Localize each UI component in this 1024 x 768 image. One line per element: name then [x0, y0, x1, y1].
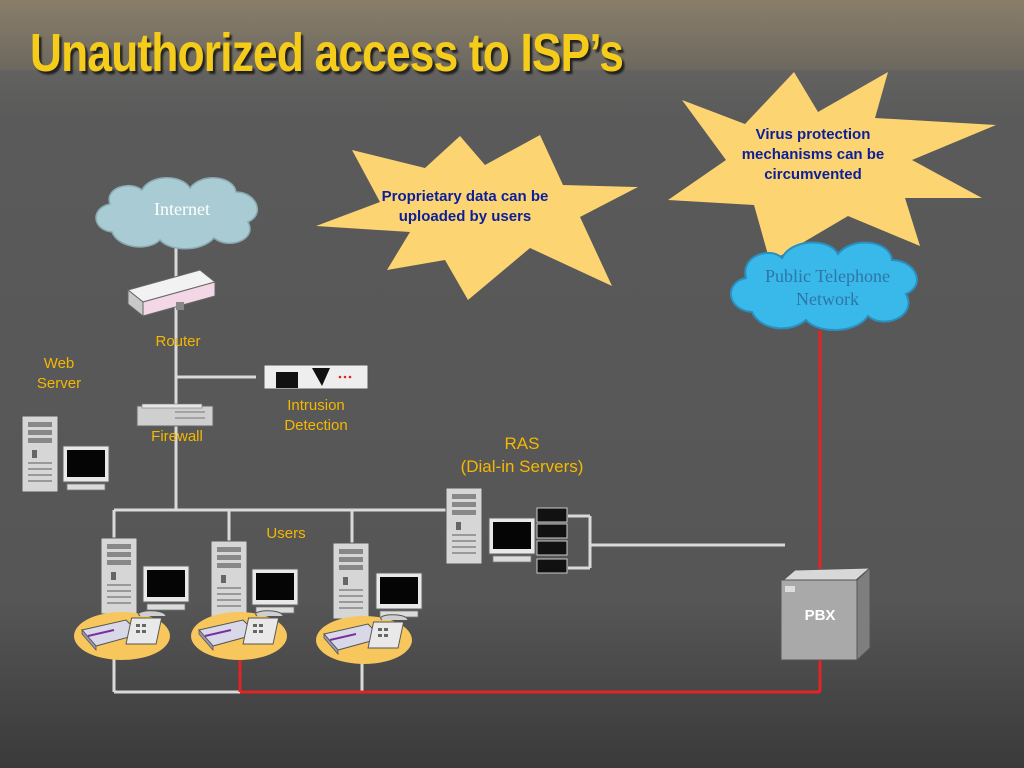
page-title: Unauthorized access to ISP’s: [30, 23, 624, 83]
internet-cloud: [95, 177, 259, 250]
pbx-label: PBX: [804, 607, 836, 624]
pstn-label: Public Telephone Network: [765, 266, 890, 309]
firewall-device: [136, 403, 214, 427]
callout-virus-text: Virus protection mechanisms can be circu…: [741, 126, 885, 183]
web-server: [21, 415, 110, 493]
callout-proprietary-text: Proprietary data can be uploaded by user…: [381, 188, 549, 225]
intrusion-detection-label: Intrusion Detection: [284, 397, 348, 434]
pstn-cloud: [729, 241, 919, 332]
ras-sub-label: (Dial-in Servers): [460, 457, 584, 476]
ras-server: [445, 487, 568, 574]
intrusion-detection-device: [263, 364, 369, 390]
title-band: [0, 0, 1024, 70]
user-workstation-2: [190, 540, 299, 661]
user-workstation-1: [73, 537, 190, 661]
web-server-label: Web Server: [36, 355, 82, 392]
starburst-virus: [668, 72, 996, 262]
phone-lines: [238, 330, 822, 694]
user-workstation-3: [315, 542, 423, 665]
starburst-proprietary: [316, 135, 638, 300]
router-label: Router: [155, 333, 201, 350]
router-device: [126, 269, 217, 318]
internet-label: Internet: [154, 199, 210, 219]
users-label: Users: [266, 525, 306, 542]
ras-label: RAS: [504, 434, 540, 453]
pbx-device: [779, 566, 872, 662]
firewall-label: Firewall: [151, 428, 203, 445]
